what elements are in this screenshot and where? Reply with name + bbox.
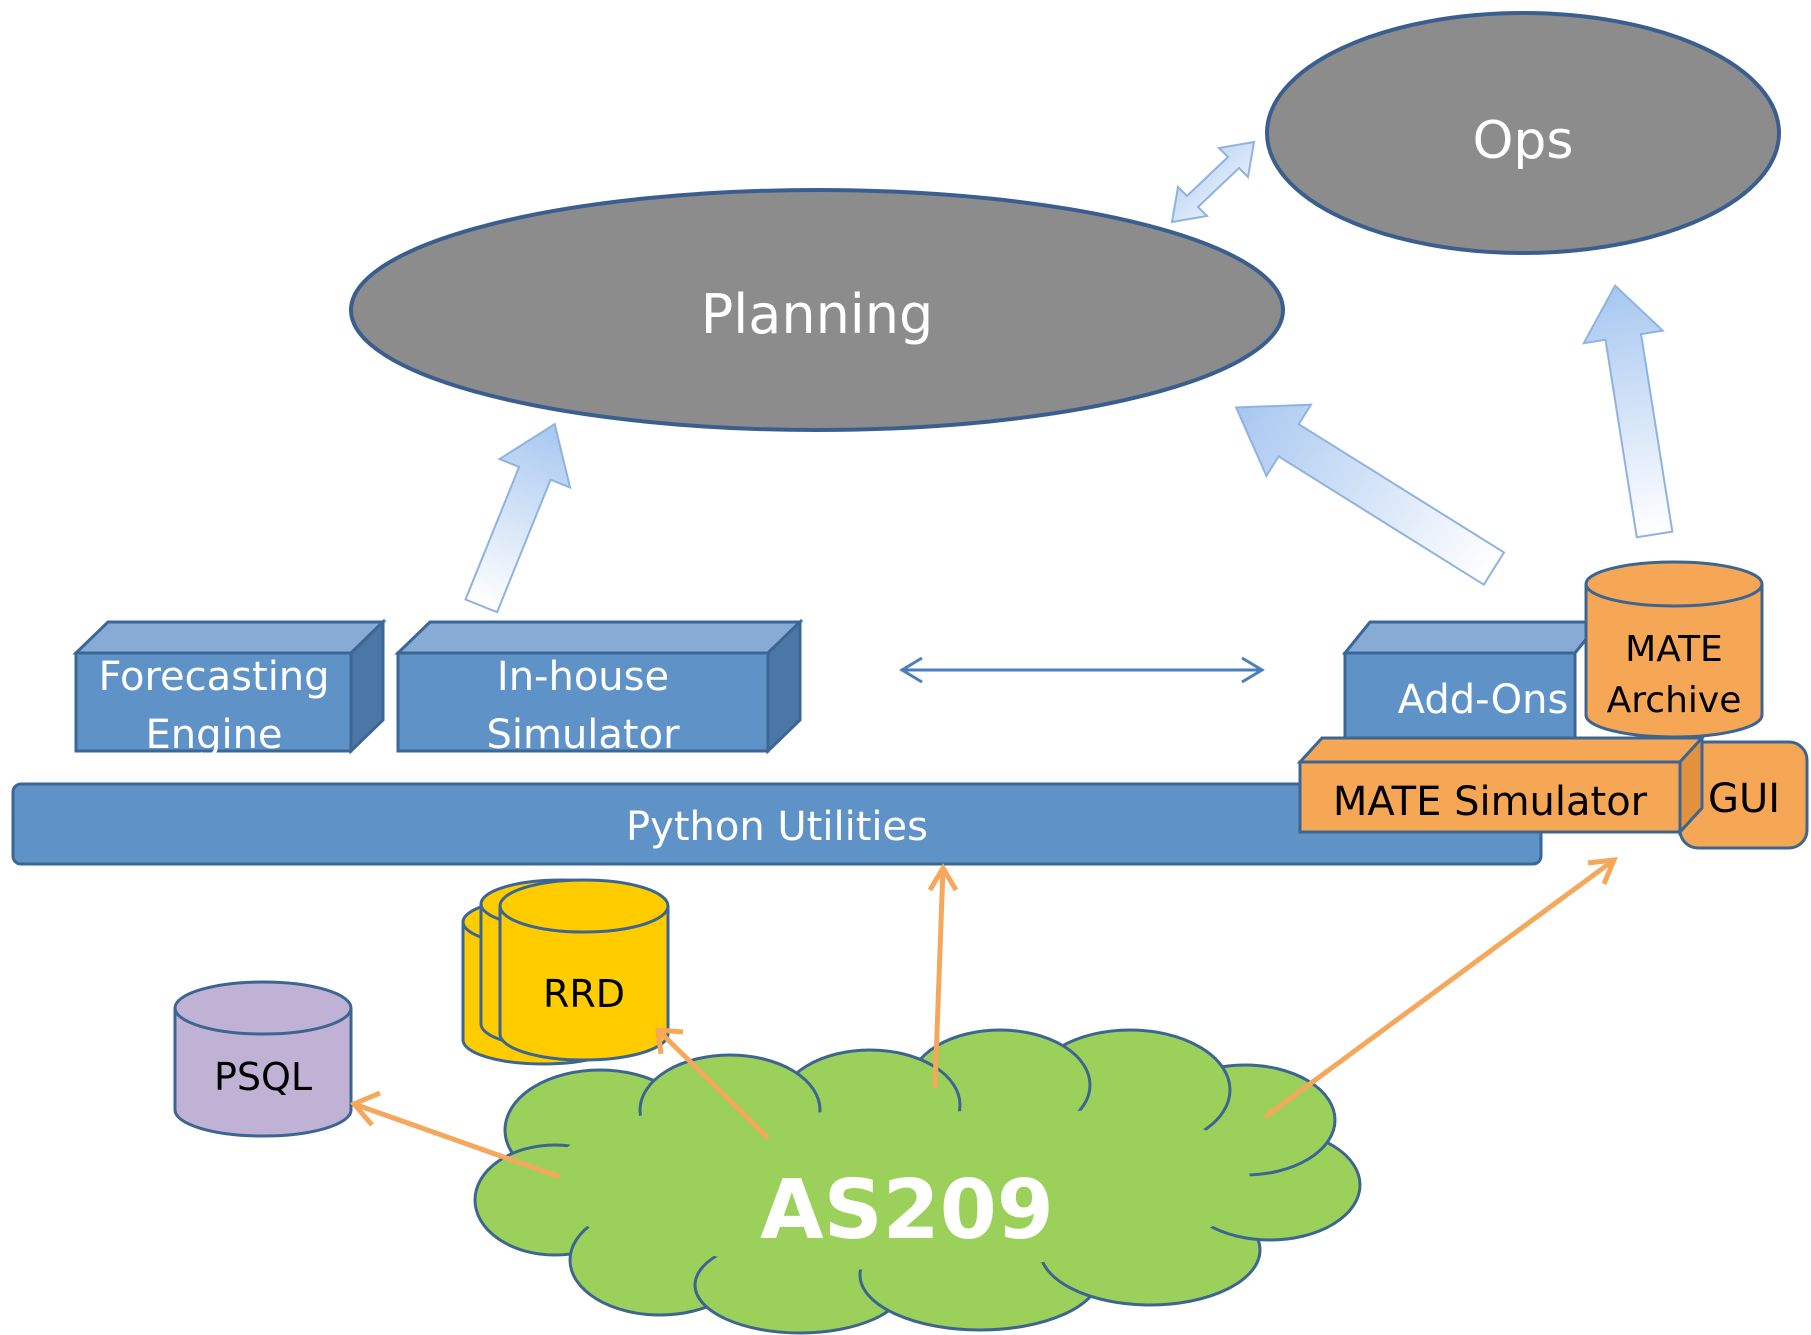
python-utilities-bar: Python Utilities	[11, 782, 1543, 866]
planning-node: Planning	[349, 188, 1285, 432]
ops-ellipse	[1265, 11, 1781, 255]
mate-archive-label-line2: Archive	[1607, 680, 1742, 721]
forecasting-engine-label-line2: Engine	[145, 712, 282, 758]
as209-to-rrd-arrow	[655, 1027, 770, 1140]
planning-ellipse	[349, 188, 1285, 432]
mate-archive-top	[1584, 560, 1764, 608]
inhouse-addons-link-arrow	[899, 656, 1265, 684]
as209-cloud: AS209	[473, 1028, 1362, 1335]
archive-to-ops-arrow	[1581, 283, 1674, 539]
python-utilities-label: Python Utilities	[626, 804, 928, 850]
as209-to-python-utilities-arrow	[927, 863, 959, 1089]
as209-label: AS209	[760, 1163, 1054, 1258]
addons-to-planning-arrow	[1234, 403, 1506, 587]
psql-cylinder: PSQL	[173, 980, 353, 1138]
as209-cloud-fill	[550, 1110, 1250, 1270]
inhouse-simulator-box: In-house Simulator	[394, 618, 804, 758]
forecasting-engine-label-line1: Forecasting	[98, 654, 329, 700]
forecasting-engine-box: Forecasting Engine	[72, 618, 387, 758]
mate-simulator-label: MATE Simulator	[1333, 779, 1648, 825]
inhouse-simulator-top	[394, 620, 804, 655]
gui-label: GUI	[1708, 776, 1780, 822]
inhouse-simulator-label-line1: In-house	[497, 654, 669, 700]
rrd-cylinders: RRD	[461, 878, 670, 1066]
inhouse-simulator-label-line2: Simulator	[486, 712, 680, 758]
psql-label: PSQL	[214, 1055, 312, 1099]
rrd-front-cylinder-top	[498, 878, 670, 934]
mate-simulator-top	[1296, 736, 1706, 764]
planning-ops-double-arrow	[1170, 140, 1256, 224]
gui-box: GUI	[1678, 740, 1809, 850]
mate-archive-label-line1: MATE	[1625, 629, 1723, 670]
ops-label: Ops	[1472, 111, 1573, 171]
mate-archive-cylinder: MATE Archive	[1584, 560, 1764, 739]
mate-simulator-box: MATE Simulator	[1296, 734, 1706, 836]
psql-top	[173, 980, 353, 1036]
mate-simulator-front	[1298, 760, 1682, 834]
as209-output-arrows	[349, 857, 1618, 1180]
planning-label: Planning	[701, 283, 934, 346]
psql-body	[173, 1008, 353, 1138]
addons-top	[1341, 620, 1604, 655]
forecasting-engine-front	[74, 651, 353, 753]
rrd-label: RRD	[543, 972, 625, 1016]
inhouse-to-planning-arrow	[464, 422, 572, 614]
inhouse-simulator-front	[396, 651, 770, 753]
ops-node: Ops	[1265, 11, 1781, 255]
forecasting-engine-top	[72, 620, 387, 655]
as209-to-psql-arrow	[349, 1090, 561, 1180]
as209-to-mate-simulator-arrow	[1263, 857, 1618, 1120]
addons-label: Add-Ons	[1398, 677, 1569, 723]
